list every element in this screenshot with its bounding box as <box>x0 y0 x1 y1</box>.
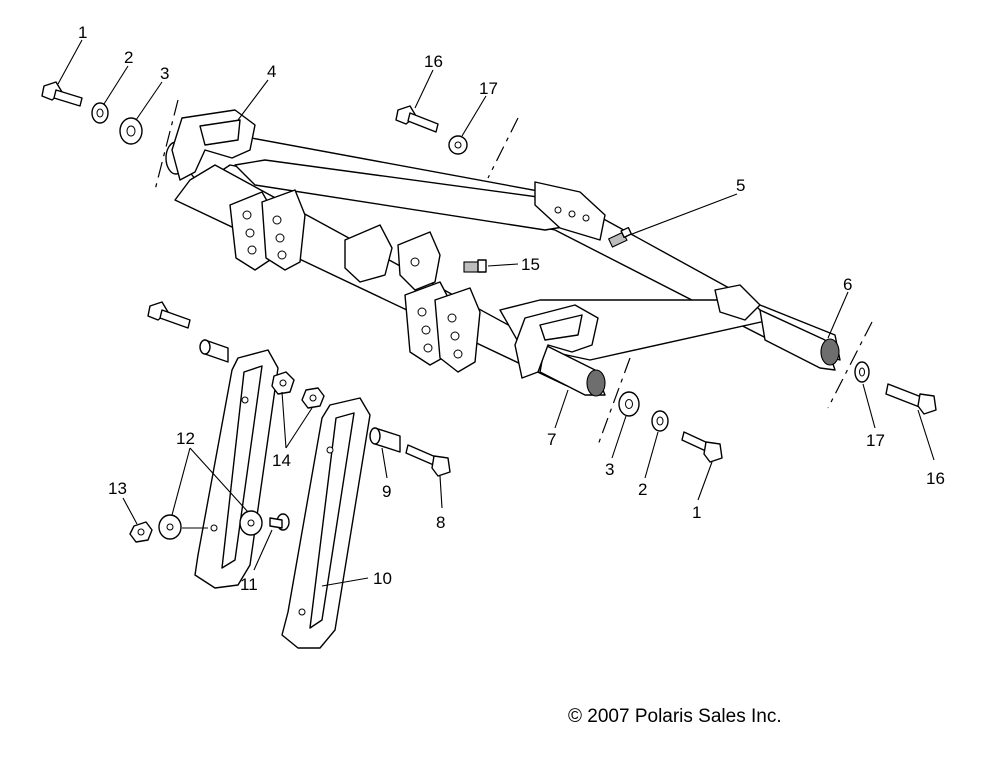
callout-1-top: 1 <box>78 23 87 42</box>
callout-4: 4 <box>267 62 276 81</box>
leader-lines <box>57 39 935 587</box>
nut-14a <box>271 371 295 395</box>
bolt-8 <box>405 444 451 477</box>
link-arm-right-inner <box>309 412 355 629</box>
callout-15: 15 <box>521 255 540 274</box>
spacer-upper <box>199 339 229 363</box>
callout-16-right: 16 <box>926 469 945 488</box>
callout-17-right: 17 <box>866 431 885 450</box>
bolt-16-right <box>885 383 937 415</box>
spacer-9 <box>369 427 401 453</box>
bolt-upper-link <box>147 301 191 329</box>
copyright-notice: © 2007 Polaris Sales Inc. <box>568 706 782 727</box>
axis-top <box>487 117 519 179</box>
callout-7: 7 <box>547 430 556 449</box>
callout-5: 5 <box>736 176 745 195</box>
right-gusset <box>714 284 761 321</box>
bolt-1-front <box>681 431 723 463</box>
right-tube-end <box>759 309 836 371</box>
callout-11: 11 <box>240 575 258 594</box>
callout-9: 9 <box>382 482 391 501</box>
bolt-1-top <box>41 81 83 107</box>
grease-fitting-15 <box>463 259 487 273</box>
callout-6: 6 <box>843 275 852 294</box>
callout-3-top: 3 <box>160 64 169 83</box>
link-arm-left-inner <box>221 365 263 569</box>
callout-2-front: 2 <box>638 480 647 499</box>
callout-12: 12 <box>176 429 195 448</box>
nut-14b <box>301 387 325 409</box>
callout-2-top: 2 <box>124 48 133 67</box>
left-stop-bracket-inner <box>199 119 241 146</box>
axis-front <box>597 357 631 446</box>
right-tube-bore <box>820 338 840 366</box>
axis-left <box>154 99 179 191</box>
callout-16-top: 16 <box>424 52 443 71</box>
nut-13 <box>129 521 153 543</box>
mount-plate-3 <box>344 224 393 283</box>
bolt-16-top <box>395 105 439 133</box>
mount-plate-2 <box>261 189 306 271</box>
callout-13: 13 <box>108 479 127 498</box>
front-tube-bore <box>586 369 606 397</box>
grease-fitting-5 <box>607 226 633 248</box>
callout-3-front: 3 <box>605 460 614 479</box>
callout-8: 8 <box>436 513 445 532</box>
pin-11 <box>269 513 290 531</box>
front-stop-bracket-inner <box>539 314 583 341</box>
callout-10: 10 <box>373 569 392 588</box>
upper-gusset <box>534 181 606 241</box>
callout-14: 14 <box>272 451 291 470</box>
callout-17-top: 17 <box>479 79 498 98</box>
mount-plate-6 <box>434 287 481 373</box>
a-frame-assembly <box>165 109 841 397</box>
callout-1-front: 1 <box>692 503 701 522</box>
